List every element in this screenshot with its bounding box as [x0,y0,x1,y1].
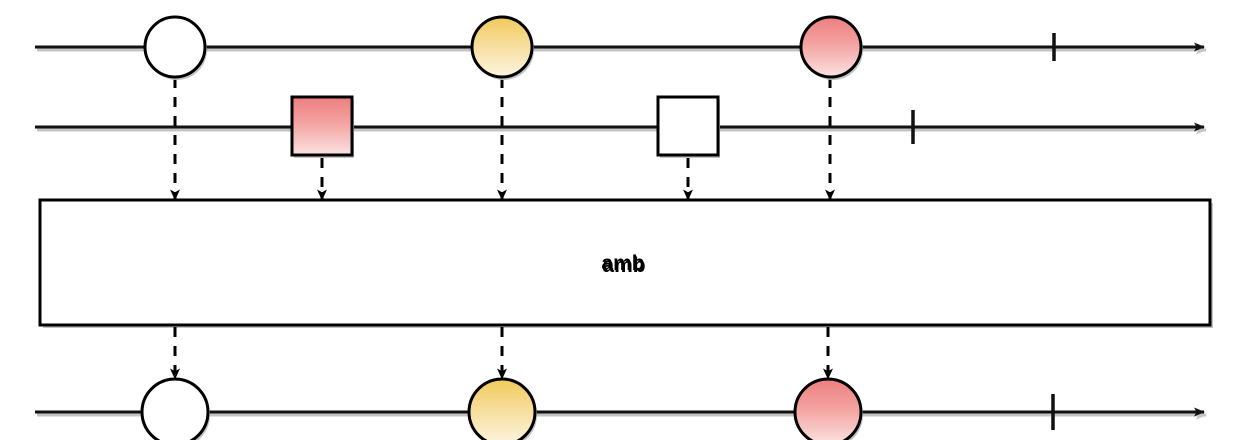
timeline-source-observable-2 [35,110,1207,144]
timeline-1-marbles [143,15,863,80]
timeline-output-marbles [140,377,863,440]
amb-operator-box-rect[interactable] [38,198,1212,327]
timeline-2-marbles [290,95,720,158]
marble-yellow-circle[interactable] [470,15,534,79]
output-dashed-arrows [170,327,833,380]
marble-white-circle[interactable] [140,377,210,440]
timeline-output-observable [35,394,1207,430]
amb-operator-box[interactable]: amb amb [38,198,1213,328]
marble-white-square[interactable] [656,95,720,157]
input-dashed-arrows [170,78,835,201]
marble-pink-square[interactable] [290,95,354,157]
marble-pink-circle[interactable] [793,377,863,440]
amb-operator-label: amb [601,252,644,275]
timeline-source-observable-1 [35,33,1207,61]
amb-operator-label: amb [602,254,645,277]
marble-yellow-circle[interactable] [467,377,537,440]
marble-white-circle[interactable] [143,15,207,79]
marble-pink-circle[interactable] [799,15,863,79]
